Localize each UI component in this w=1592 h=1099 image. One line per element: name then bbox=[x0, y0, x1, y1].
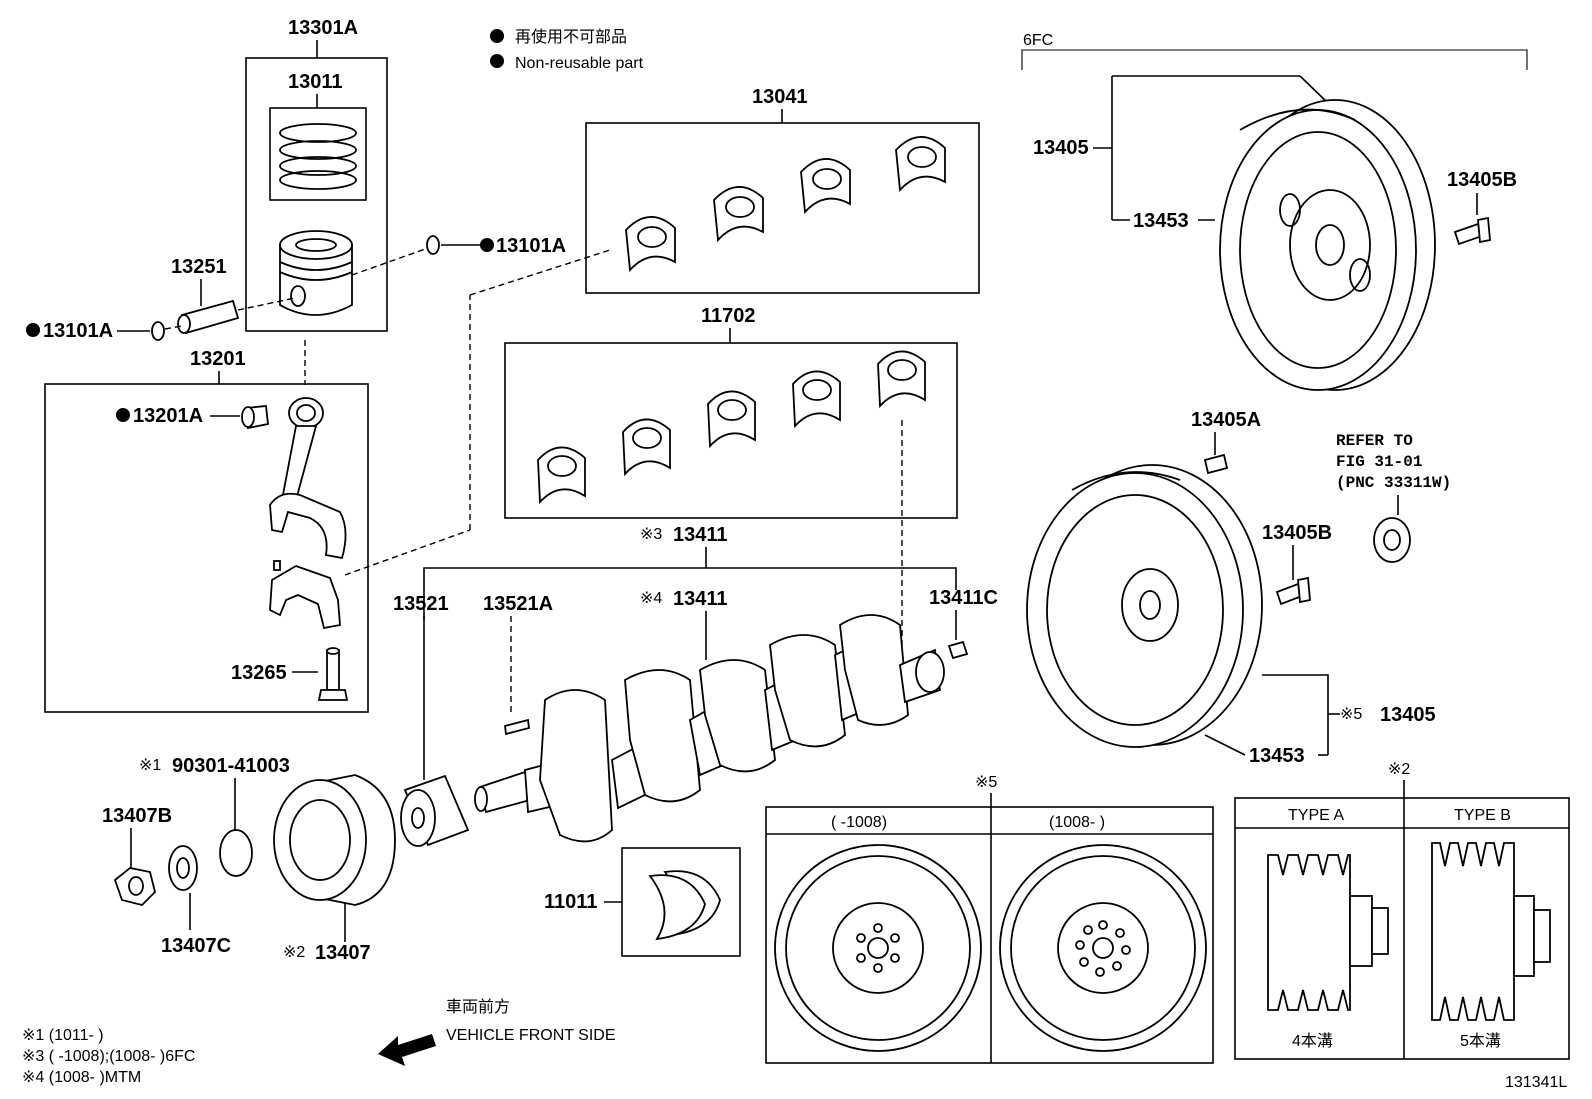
dowel-pin-icon bbox=[1203, 453, 1229, 475]
flywheel-face-pre1008-icon bbox=[774, 844, 982, 1052]
front-arrow-icon bbox=[378, 1034, 436, 1066]
label-13411-b: 13411 bbox=[673, 588, 728, 610]
label-13405B-mid: 13405B bbox=[1262, 522, 1332, 544]
mark-3: ※3 bbox=[640, 526, 662, 543]
crank-pulley-icon bbox=[273, 774, 396, 906]
label-13301A: 13301A bbox=[288, 17, 358, 39]
label-13411-a: 13411 bbox=[673, 524, 728, 546]
upper-bearing-box bbox=[585, 122, 980, 294]
flywheel-face-post1008-icon bbox=[999, 844, 1207, 1052]
legend-en: Non-reusable part bbox=[515, 55, 644, 72]
bearing-shells-lower-icon bbox=[537, 350, 926, 505]
label-13101A-left: 13101A bbox=[43, 320, 113, 342]
conrod-box bbox=[44, 383, 369, 713]
connecting-rod-icon bbox=[269, 397, 347, 630]
timing-gear-icon bbox=[400, 774, 470, 847]
label-13405-top: 13405 bbox=[1033, 137, 1089, 159]
bearing-shells-upper-icon bbox=[625, 136, 946, 273]
snap-ring-icon bbox=[151, 321, 165, 341]
bolt-icon bbox=[317, 647, 349, 701]
flywheel-bolt-icon bbox=[1453, 216, 1491, 246]
key-icon bbox=[504, 718, 530, 736]
label-13411C: 13411C bbox=[929, 587, 998, 609]
footnote-1: ※1 (1011- ) bbox=[22, 1027, 104, 1044]
piston-box bbox=[245, 57, 388, 332]
label-13521A: 13521A bbox=[483, 593, 553, 615]
footnote-3: ※3 ( -1008);(1008- )6FC bbox=[22, 1048, 195, 1065]
type-b-header: TYPE B bbox=[1454, 807, 1511, 824]
label-13405B-top: 13405B bbox=[1447, 169, 1517, 191]
label-11702: 11702 bbox=[701, 305, 756, 327]
label-13405-bot: 13405 bbox=[1380, 704, 1436, 726]
front-jp: 車両前方 bbox=[446, 998, 510, 1016]
label-11011: 11011 bbox=[544, 891, 597, 913]
panel-5-right-header: (1008- ) bbox=[1049, 814, 1105, 831]
washer-icon bbox=[168, 845, 198, 891]
pulley-type-a-icon bbox=[1267, 854, 1389, 1011]
label-13453-bot: 13453 bbox=[1249, 745, 1305, 767]
label-13265: 13265 bbox=[231, 662, 287, 684]
piston-ring-box bbox=[269, 107, 367, 201]
pilot-bearing-icon bbox=[1373, 517, 1411, 563]
label-13407B: 13407B bbox=[102, 805, 172, 827]
mark-1: ※1 bbox=[139, 757, 161, 774]
type-a-header: TYPE A bbox=[1288, 807, 1344, 824]
label-13405A: 13405A bbox=[1191, 409, 1261, 431]
mark-5-panel: ※5 bbox=[975, 774, 997, 791]
label-13521: 13521 bbox=[393, 593, 449, 615]
bushing-icon bbox=[241, 405, 269, 430]
flywheel-bolt-icon bbox=[1275, 576, 1311, 606]
refer-line2: FIG 31-01 bbox=[1336, 453, 1422, 471]
piston-pin-icon bbox=[177, 299, 240, 335]
front-en: VEHICLE FRONT SIDE bbox=[446, 1027, 616, 1044]
panel-2-box bbox=[1234, 797, 1570, 1060]
legend-dot bbox=[490, 29, 504, 43]
mark-2-pulley: ※2 bbox=[283, 944, 305, 961]
label-13041: 13041 bbox=[752, 86, 808, 108]
footnote-4: ※4 (1008- )MTM bbox=[22, 1069, 141, 1086]
crank-pin-icon bbox=[947, 640, 969, 660]
type-a-note: 4本溝 bbox=[1292, 1032, 1333, 1050]
piston-icon bbox=[279, 230, 353, 316]
legend-dot bbox=[490, 54, 504, 68]
mark-2-panel: ※2 bbox=[1388, 761, 1410, 778]
piston-rings-icon bbox=[279, 123, 357, 190]
refer-line1: REFER TO bbox=[1336, 432, 1413, 450]
flywheel-mtm-icon bbox=[1026, 464, 1263, 748]
crankshaft-icon bbox=[474, 614, 945, 843]
snap-ring-icon bbox=[426, 235, 440, 255]
nut-icon bbox=[113, 867, 156, 906]
legend-jp: 再使用不可部品 bbox=[515, 28, 627, 46]
lower-bearing-box bbox=[504, 342, 958, 519]
label-13011: 13011 bbox=[288, 71, 343, 93]
type-b-note: 5本溝 bbox=[1460, 1032, 1501, 1050]
label-13453-top: 13453 bbox=[1133, 210, 1189, 232]
label-13201A: 13201A bbox=[133, 405, 203, 427]
pulley-type-b-icon bbox=[1431, 842, 1551, 1021]
flywheel-6fc-icon bbox=[1219, 99, 1436, 391]
label-13407: 13407 bbox=[315, 942, 371, 964]
panel-5-left-header: ( -1008) bbox=[831, 814, 887, 831]
label-90301: 90301-41003 bbox=[172, 755, 290, 777]
group-6fc-label: 6FC bbox=[1023, 32, 1053, 49]
refer-line3: (PNC 33311W) bbox=[1336, 474, 1451, 492]
mark-4: ※4 bbox=[640, 590, 662, 607]
o-ring-icon bbox=[219, 829, 253, 877]
figure-code: 131341L bbox=[1505, 1074, 1567, 1091]
mark-5-flywheel: ※5 bbox=[1340, 706, 1362, 723]
label-13101A-right: 13101A bbox=[496, 235, 566, 257]
label-13201: 13201 bbox=[190, 348, 246, 370]
thrust-washer-icon bbox=[648, 870, 721, 941]
label-13251: 13251 bbox=[171, 256, 227, 278]
panel-5-box bbox=[765, 806, 1214, 1064]
label-13407C: 13407C bbox=[161, 935, 231, 957]
